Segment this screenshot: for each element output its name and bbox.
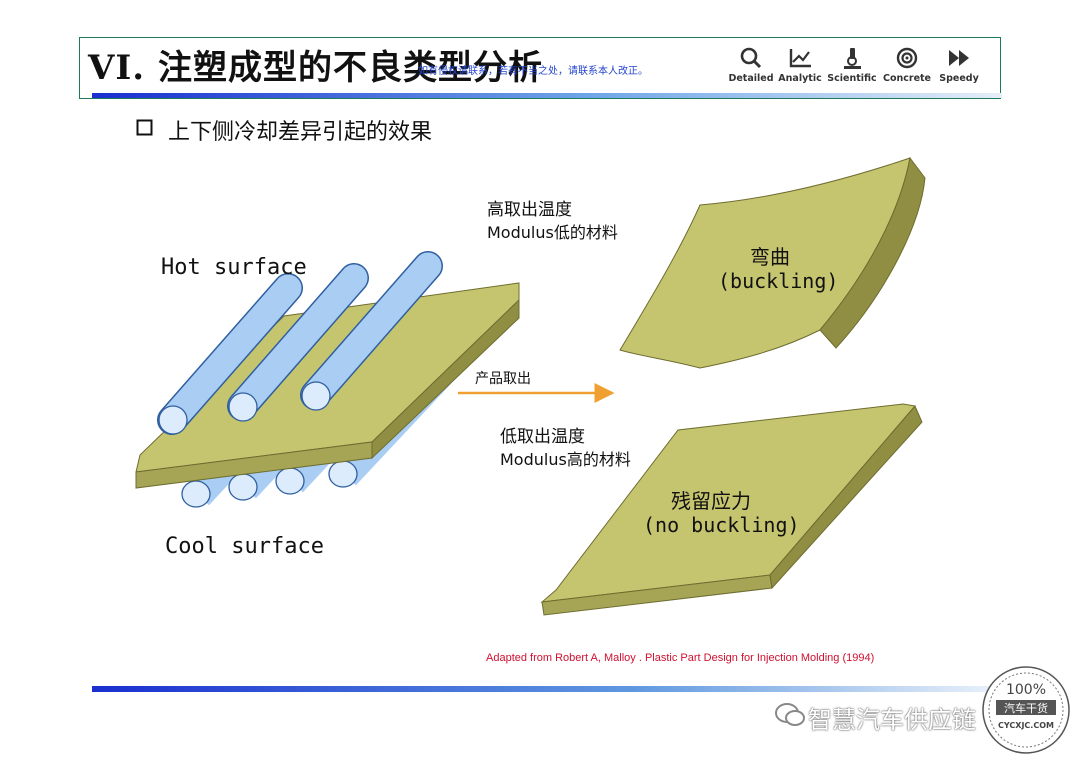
top-result-line1: 弯曲 xyxy=(750,245,790,269)
seal-stamp-icon: 100% 汽车干货 CYCXJC.COM xyxy=(982,666,1070,754)
checkbox-bullet-icon xyxy=(136,119,153,136)
nav-speedy[interactable]: Speedy xyxy=(931,46,987,84)
header-underline xyxy=(92,93,1002,98)
section-subtitle: 上下侧冷却差异引起的效果 xyxy=(168,120,433,145)
chart-icon xyxy=(789,49,811,68)
arrow-label: 产品取出 xyxy=(475,371,531,387)
nav-label: Concrete xyxy=(882,73,931,84)
fast-forward-icon xyxy=(949,50,969,66)
nav-concrete[interactable]: Concrete xyxy=(879,46,935,84)
microscope-icon xyxy=(844,48,861,69)
nav-label: Speedy xyxy=(939,73,979,84)
nav-label: Detailed xyxy=(728,73,774,84)
top-condition-line2: Modulus低的材料 xyxy=(487,223,618,242)
bottom-result-line2: (no buckling) xyxy=(643,513,800,537)
bottom-result-line1: 残留应力 xyxy=(671,489,751,513)
wechat-icon xyxy=(775,703,805,726)
top-result-line2: (buckling) xyxy=(718,269,839,293)
footer-brand: 智慧汽车供应链 xyxy=(808,706,976,734)
copyright-note: 如有侵权请联系，若有不当之处，请联系本人改正。 xyxy=(418,66,648,77)
hot-surface-label: Hot surface xyxy=(161,255,307,280)
flat-plate xyxy=(540,403,923,616)
nav-label: Analytic xyxy=(778,73,822,84)
bottom-condition-line1: 低取出温度 xyxy=(500,427,585,447)
page-title: VI. 注塑成型的不良类型分析 xyxy=(88,48,543,88)
top-condition-line1: 高取出温度 xyxy=(487,200,572,220)
target-icon xyxy=(896,47,918,69)
footer-underline xyxy=(92,686,992,692)
buckled-plate xyxy=(619,156,926,369)
nav-detailed[interactable]: Detailed xyxy=(723,46,779,84)
cool-surface-label: Cool surface xyxy=(165,534,324,559)
hot-side-tubes xyxy=(157,251,443,435)
nav-analytic[interactable]: Analytic xyxy=(772,46,828,84)
nav-label: Scientific xyxy=(827,73,877,84)
citation: Adapted from Robert A, Malloy . Plastic … xyxy=(486,652,875,664)
magnifier-icon xyxy=(740,47,762,69)
bottom-condition-line2: Modulus高的材料 xyxy=(500,450,631,469)
seal-top: 100% xyxy=(1006,682,1046,698)
seal-mid: 汽车干货 xyxy=(1004,701,1048,715)
seal-bottom: CYCXJC.COM xyxy=(998,721,1054,730)
nav-scientific[interactable]: Scientific xyxy=(824,46,880,84)
